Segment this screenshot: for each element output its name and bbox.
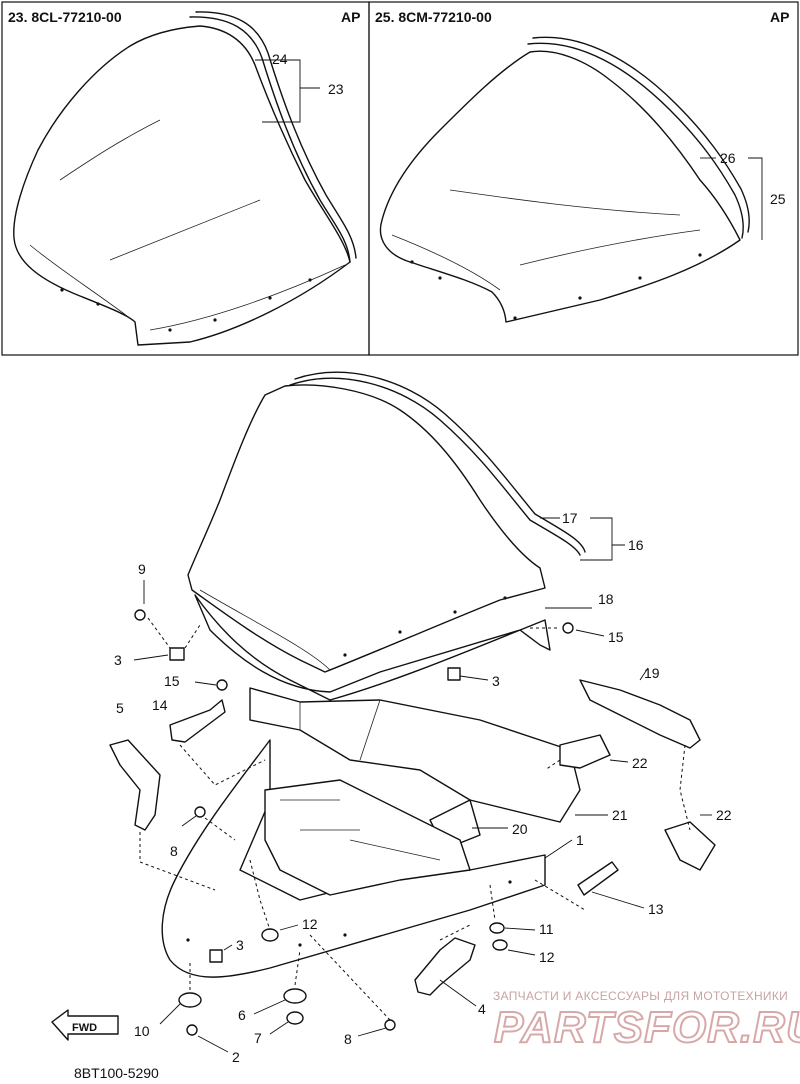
assembly-guide-lines <box>139 617 691 1021</box>
watermark-tagline: ЗАПЧАСТИ И АКСЕССУАРЫ ДЛЯ МОТОТЕХНИКИ <box>493 989 788 1003</box>
callout-20: 20 <box>512 821 528 837</box>
callout-4: 4 <box>478 1001 486 1017</box>
callout-22-lower: 22 <box>716 807 732 823</box>
callout-12-b: 12 <box>539 949 555 965</box>
callout-5: 5 <box>116 700 124 716</box>
callout-19: 19 <box>644 665 660 681</box>
fwd-label: FWD <box>72 1022 97 1034</box>
callout-7: 7 <box>254 1030 262 1046</box>
callout-1: 1 <box>576 832 584 848</box>
callout-25: 25 <box>770 191 786 207</box>
callout-11: 11 <box>539 921 554 937</box>
left-panel-tag: AP <box>341 9 360 25</box>
callout-26: 26 <box>720 150 736 166</box>
callout-3-c: 3 <box>236 937 244 953</box>
callout-3-a: 3 <box>114 652 122 668</box>
callout-8-b: 8 <box>344 1031 352 1047</box>
callout-3-b: 3 <box>492 673 500 689</box>
callout-15-a: 15 <box>608 629 624 645</box>
stay-5 <box>109 739 161 831</box>
callout-8-a: 8 <box>170 843 178 859</box>
callout-22-upper: 22 <box>632 755 648 771</box>
callout-13: 13 <box>648 901 664 917</box>
right-panel-tag: AP <box>770 9 789 25</box>
callout-2: 2 <box>232 1049 240 1065</box>
callout-16: 16 <box>628 537 644 553</box>
bracket-19 <box>579 679 701 749</box>
bracket-22-lower <box>664 821 716 871</box>
callout-24: 24 <box>272 51 288 67</box>
lower-cowl-1 <box>161 739 546 978</box>
callout-6: 6 <box>238 1007 246 1023</box>
bracket-14 <box>169 699 226 743</box>
right-windshield-panel <box>368 1 799 356</box>
callout-23: 23 <box>328 81 344 97</box>
bracket-22-upper <box>559 734 611 769</box>
callout-18: 18 <box>598 591 614 607</box>
windshield-16-drawing <box>187 371 586 673</box>
callout-10: 10 <box>134 1023 150 1039</box>
bracket-13 <box>577 861 619 896</box>
windshield-25-drawing <box>379 36 750 323</box>
callout-17: 17 <box>562 510 578 526</box>
callout-9: 9 <box>138 561 146 577</box>
fasteners <box>134 609 574 1036</box>
callout-15-b: 15 <box>164 673 180 689</box>
callout-14: 14 <box>152 697 168 713</box>
windshield-23-drawing <box>13 11 357 346</box>
inner-panel-18 <box>194 594 551 701</box>
bracket-4 <box>414 937 476 996</box>
callout-21: 21 <box>612 807 628 823</box>
callout-12-a: 12 <box>302 916 318 932</box>
diagram-code: 8BT100-5290 <box>74 1065 159 1081</box>
right-panel-title: 25. 8CM-77210-00 <box>375 9 492 25</box>
watermark-logo: PARTSFOR.RU <box>494 1003 800 1052</box>
forward-arrow-icon: FWD <box>51 1009 119 1041</box>
left-panel-title: 23. 8CL-77210-00 <box>8 9 122 25</box>
